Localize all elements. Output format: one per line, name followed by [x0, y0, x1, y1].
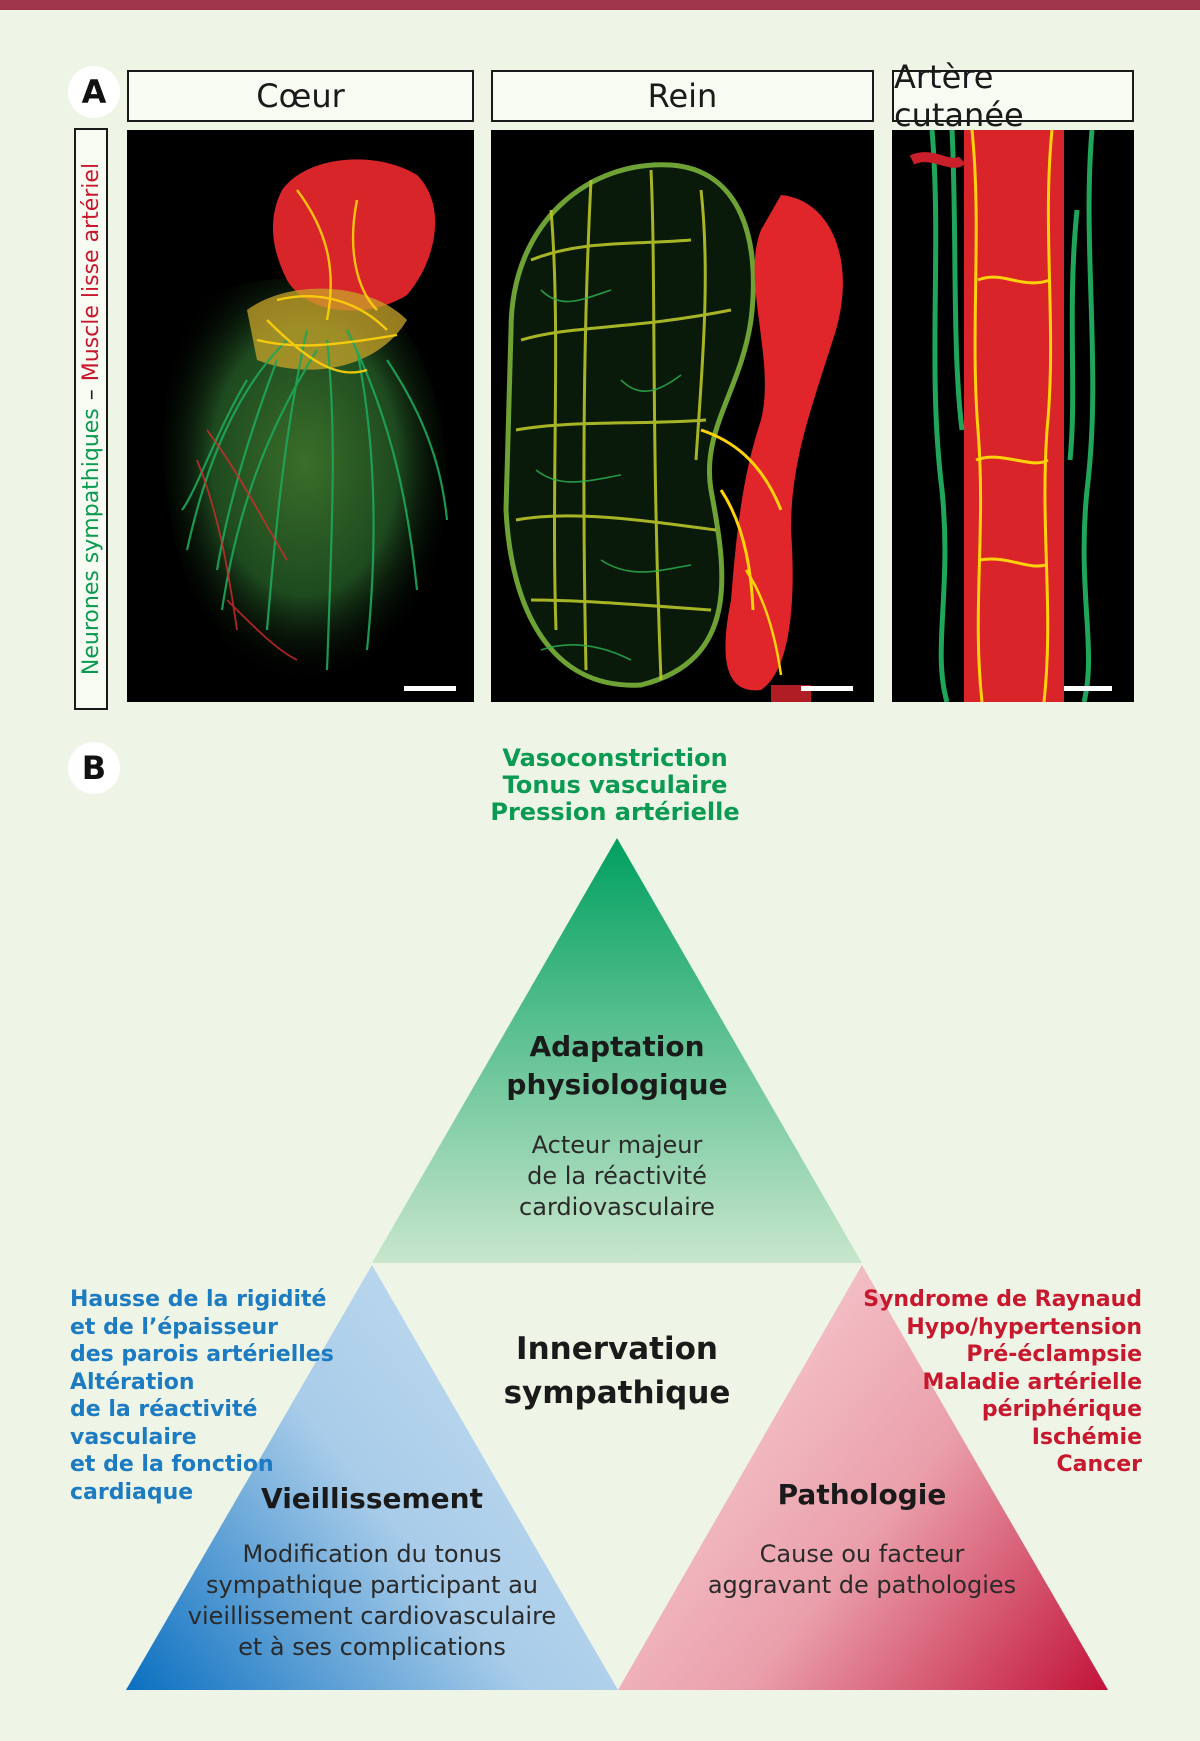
triangle-adaptation: [372, 838, 862, 1263]
effect-item: Altération: [70, 1369, 195, 1395]
adaptation-title: Adaptation physiologique: [506, 1030, 728, 1101]
aging-effects: Hausse de la rigidité et de l’épaisseur …: [70, 1286, 334, 1506]
innervation-title: Innervation sympathique: [503, 1331, 731, 1411]
scale-bar: [801, 686, 853, 691]
adaptation-description: Acteur majeur de la réactivité cardiovas…: [519, 1131, 715, 1221]
effect-item: Hausse de la rigidité: [70, 1287, 327, 1312]
effect-item: et de la fonction: [70, 1452, 274, 1477]
adaptation-effects: Vasoconstriction Tonus vasculaire Pressi…: [415, 745, 815, 826]
kidney-micrograph: [491, 130, 874, 702]
panel-b-badge: B: [68, 742, 120, 794]
effect-item: Tonus vasculaire: [502, 771, 728, 799]
triangle-aging: [126, 1265, 618, 1690]
column-label-heart: Cœur: [127, 70, 474, 122]
pathology-description: Cause ou facteur aggravant de pathologie…: [707, 1540, 1017, 1599]
effect-item: périphérique: [981, 1397, 1142, 1422]
effect-item: vasculaire: [70, 1424, 197, 1450]
effect-item: Maladie artérielle: [922, 1369, 1142, 1395]
aging-description: Modification du tonus sympathique partic…: [187, 1540, 557, 1661]
pathology-title: Pathologie: [777, 1478, 947, 1511]
effect-item: Vasoconstriction: [502, 744, 728, 772]
cutaneous-artery-micrograph: [892, 130, 1134, 702]
effect-item: cardiaque: [70, 1479, 194, 1505]
pathology-effects: Syndrome de Raynaud Hypo/hypertension Pr…: [863, 1286, 1142, 1479]
triangle-pathology: [618, 1265, 1108, 1690]
scale-bar: [1064, 686, 1112, 691]
scale-bar: [404, 686, 456, 691]
effect-item: Cancer: [1056, 1452, 1142, 1477]
effect-item: de la réactivité: [70, 1397, 258, 1422]
effect-item: Ischémie: [1031, 1424, 1142, 1450]
panel-a-badge: A: [68, 66, 120, 118]
header-rule: [0, 0, 1200, 10]
column-label-kidney: Rein: [491, 70, 874, 122]
effect-item: Pré-éclampsie: [966, 1342, 1142, 1367]
effect-item: Pression artérielle: [490, 798, 740, 826]
effect-item: et de l’épaisseur: [70, 1314, 279, 1340]
effect-item: des parois artérielles: [70, 1342, 334, 1367]
aging-title: Vieillissement: [261, 1482, 483, 1515]
effect-item: Hypo/hypertension: [906, 1314, 1142, 1340]
heart-micrograph: [127, 130, 474, 702]
effect-item: Syndrome de Raynaud: [863, 1287, 1142, 1312]
stain-legend: Neurones sympathiques–Muscle lisse artér…: [74, 128, 108, 710]
